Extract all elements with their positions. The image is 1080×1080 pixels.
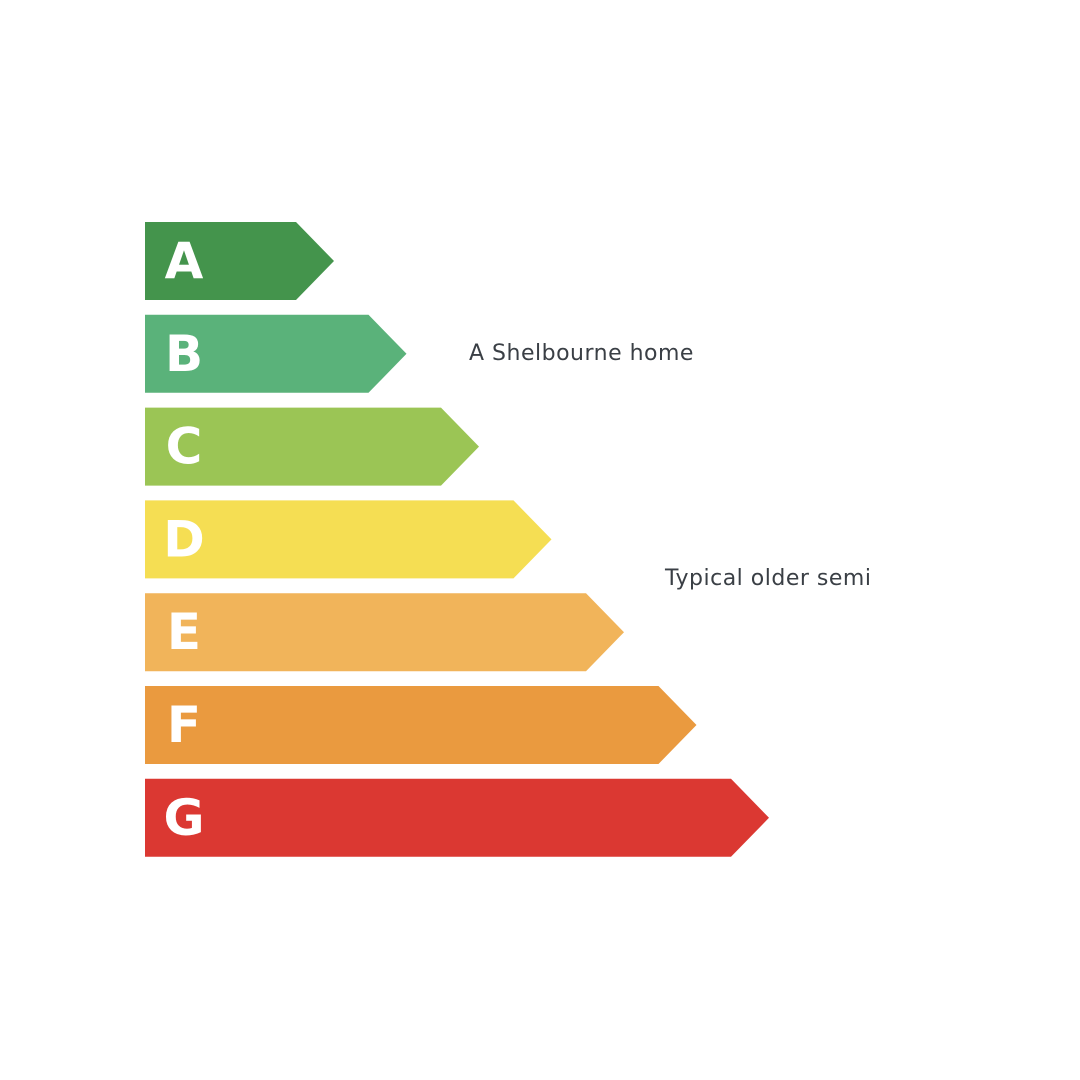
band-c-arrow	[145, 407, 479, 486]
band-b-arrow	[145, 314, 407, 393]
band-d: D	[145, 500, 552, 579]
band-g: G	[145, 778, 769, 857]
band-d-arrow	[145, 500, 552, 579]
band-d-letter: D	[163, 510, 205, 568]
band-a: A	[145, 222, 334, 300]
band-c-letter: C	[166, 418, 203, 476]
band-a-arrow	[145, 222, 334, 300]
band-f: F	[145, 686, 697, 764]
band-e-letter: E	[167, 603, 201, 661]
band-f-letter: F	[167, 696, 201, 754]
shelbourne-home-label: A Shelbourne home	[469, 341, 694, 366]
band-g-letter: G	[163, 789, 204, 847]
band-b: B	[145, 314, 407, 393]
band-f-arrow	[145, 686, 697, 764]
band-e: E	[145, 593, 624, 672]
band-b-letter: B	[165, 325, 203, 383]
band-g-arrow	[145, 778, 769, 857]
band-c: C	[145, 407, 479, 486]
band-e-arrow	[145, 593, 624, 672]
band-a-letter: A	[165, 232, 204, 290]
typical-older-semi-label: Typical older semi	[665, 566, 872, 591]
